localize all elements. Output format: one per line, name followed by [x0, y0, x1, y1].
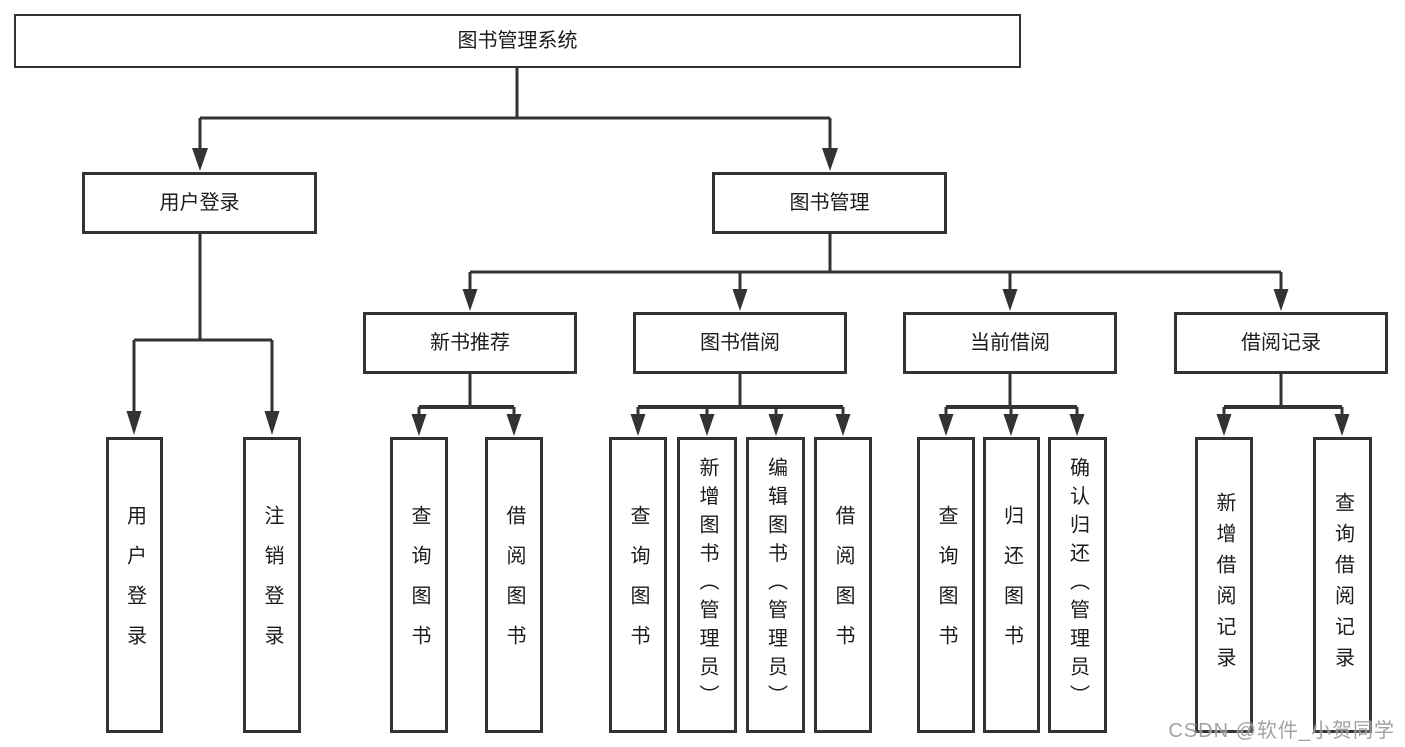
node-label: 新书推荐 [430, 332, 510, 354]
node-current-borrow: 当前借阅 [903, 312, 1117, 374]
leaf-borrow-books: 借阅图书 [814, 437, 872, 733]
node-label: 图书管理系统 [457, 30, 578, 52]
node-label: 用户登录 [123, 505, 146, 665]
node-label: 用户登录 [159, 192, 240, 214]
leaf-return-book: 归还图书 [983, 437, 1040, 733]
node-user-login: 用户登录 [82, 172, 317, 234]
leaf-query-borrow-record: 查询借阅记录 [1313, 437, 1372, 733]
leaf-edit-book-admin: 编辑图书（管理员） [746, 437, 805, 733]
leaf-query-books-borrow: 查询图书 [609, 437, 667, 733]
node-label: 归还图书 [1000, 505, 1023, 665]
node-library-system: 图书管理系统 [14, 14, 1021, 68]
leaf-add-borrow-record: 新增借阅记录 [1195, 437, 1253, 733]
node-book-management: 图书管理 [712, 172, 947, 234]
leaf-query-books-recommend: 查询图书 [390, 437, 448, 733]
node-label: 编辑图书（管理员） [764, 457, 787, 713]
node-label: 新增借阅记录 [1213, 492, 1235, 678]
leaf-add-book-admin: 新增图书（管理员） [677, 437, 737, 733]
node-borrow-records: 借阅记录 [1174, 312, 1388, 374]
node-label: 确认归还（管理员） [1066, 457, 1089, 713]
leaf-user-login: 用户登录 [106, 437, 163, 733]
node-book-borrow: 图书借阅 [633, 312, 847, 374]
watermark: CSDN @软件_小贺同学 [1168, 720, 1395, 742]
node-label: 借阅图书 [832, 505, 854, 665]
node-label: 图书管理 [789, 192, 870, 214]
node-label: 注销登录 [261, 505, 283, 665]
leaf-query-books-current: 查询图书 [917, 437, 975, 733]
node-label: 查询图书 [408, 505, 430, 665]
leaf-borrow-books-recommend: 借阅图书 [485, 437, 543, 733]
node-label: 查询图书 [627, 505, 649, 665]
node-label: 查询图书 [935, 505, 957, 665]
node-new-book-recommend: 新书推荐 [363, 312, 577, 374]
arrowheads [126, 148, 1350, 436]
node-label: 当前借阅 [970, 332, 1050, 354]
leaf-confirm-return-admin: 确认归还（管理员） [1048, 437, 1107, 733]
node-label: 查询借阅记录 [1331, 492, 1354, 678]
node-label: 借阅记录 [1241, 332, 1321, 354]
leaf-logout: 注销登录 [243, 437, 301, 733]
node-label: 新增图书（管理员） [696, 457, 718, 713]
node-label: 图书借阅 [700, 332, 780, 354]
node-label: 借阅图书 [503, 505, 525, 665]
